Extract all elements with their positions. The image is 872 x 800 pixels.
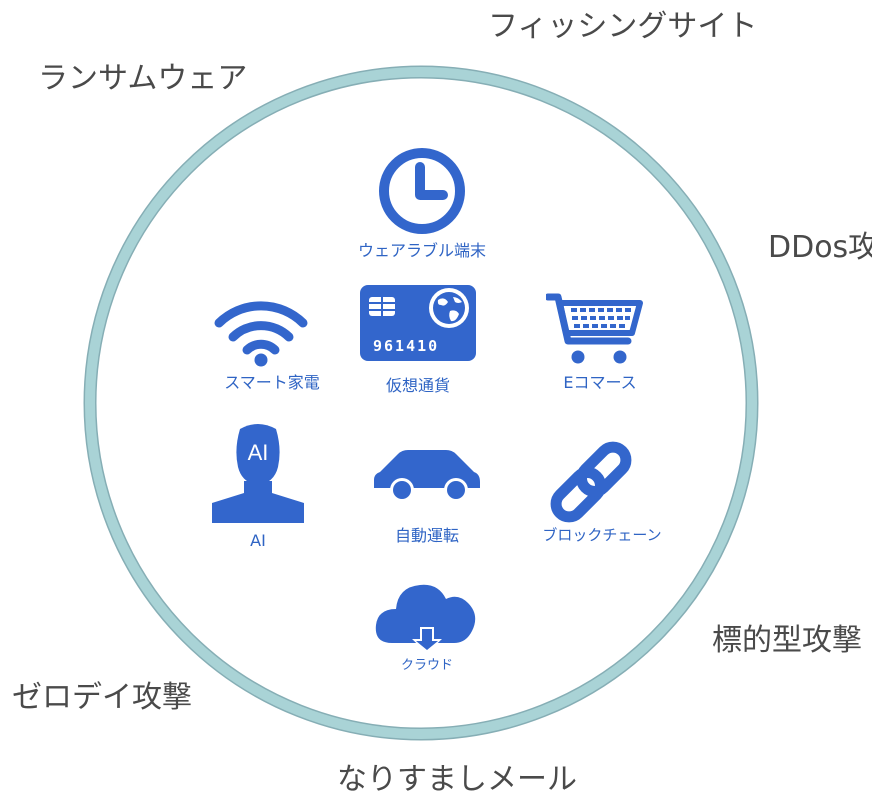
credit-card-icon (360, 285, 476, 361)
wifi-icon (214, 301, 308, 367)
shopping-cart-icon (546, 293, 643, 364)
blockchain-label: ブロックチェーン (542, 526, 662, 544)
threat-phishing-label: フィッシングサイト (488, 9, 758, 44)
threat-targeted-label: 標的型攻撃 (712, 623, 862, 658)
ai-label: AI (250, 531, 266, 550)
threat-ddos-label: DDos攻撃 (768, 230, 872, 265)
smart-appliance-label: スマート家電 (224, 373, 320, 392)
chain-link-icon (550, 441, 632, 523)
threat-spoofing-mail-label: なりすましメール (337, 762, 577, 797)
autonomous-label: 自動運転 (394, 526, 460, 545)
person-ai-icon (212, 424, 304, 523)
ai-head-text: AI (247, 440, 269, 465)
crypto-label: 仮想通貨 (385, 376, 451, 395)
cloud-label: クラウド (400, 658, 454, 673)
ecommerce-label: Eコマース (563, 373, 637, 392)
clock-icon (379, 148, 465, 234)
car-icon (374, 450, 480, 502)
threat-zero-day-label: ゼロデイ攻撃 (12, 680, 192, 715)
wearable-label: ウェアラブル端末 (357, 241, 487, 260)
cloud-download-icon (375, 584, 476, 653)
threat-ransomware-label: ランサムウェア (38, 61, 248, 96)
card-number-text: 961410 (373, 337, 440, 355)
